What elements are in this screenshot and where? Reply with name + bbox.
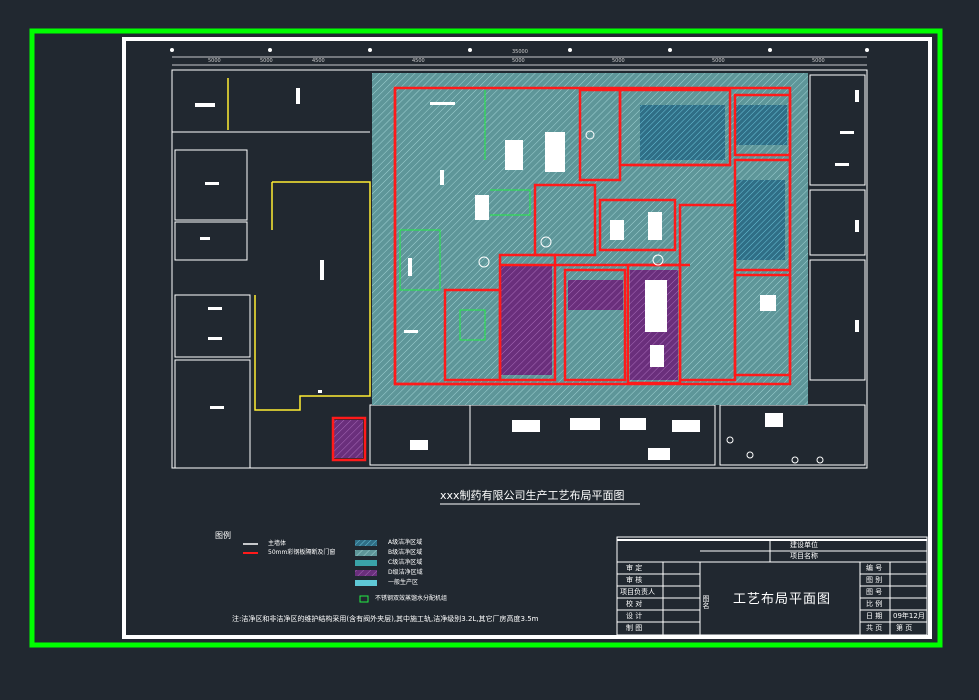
tb-left-label-1: 审 核 <box>626 576 643 584</box>
tb-right-label-1: 图 别 <box>866 576 883 584</box>
dim-label-1: 4500 <box>312 58 325 64</box>
tb-drawing-name: 工艺布局平面图 <box>733 592 832 607</box>
green-lines <box>399 90 531 341</box>
tb-date-value: 09年12月 <box>893 612 925 620</box>
tb-right-label-4: 日 期 <box>866 612 883 620</box>
legend-item-7: 不锈钢双效蒸馏水分配机组 <box>375 595 448 602</box>
blue-zones <box>640 105 787 260</box>
dim-label-3: 5000 <box>512 58 525 64</box>
outer-border <box>29 28 943 648</box>
tb-center-label: 图名 <box>702 595 710 609</box>
dim-label-2: 4500 <box>412 58 425 64</box>
building-outline <box>171 69 868 469</box>
dim-label-4: 5000 <box>612 58 625 64</box>
dim-label-total: 35000 <box>512 49 528 55</box>
tb-right-label-0: 编 号 <box>866 564 883 572</box>
tb-top-label-1: 项目名称 <box>790 552 818 560</box>
tb-right-label-3: 比 例 <box>866 600 883 608</box>
legend-item-4: C级洁净区域 <box>388 559 423 566</box>
legend-item-0: 主墙体 <box>268 540 287 547</box>
legend-item-6: 一般生产区 <box>388 579 419 586</box>
tb-left-label-5: 制 图 <box>626 624 643 632</box>
tb-page-value: 第 页 <box>896 624 913 632</box>
equipment-circles <box>478 130 824 464</box>
equipment-blocks <box>195 88 859 460</box>
dim-label-5: 5000 <box>712 58 725 64</box>
dim-label-7: 5000 <box>260 58 273 64</box>
dimension-bar <box>172 56 867 66</box>
legend-item-2: A级洁净区域 <box>388 539 423 546</box>
tb-top-label-0: 建设单位 <box>790 541 818 549</box>
tb-left-label-3: 校 对 <box>626 600 643 608</box>
drawing-note: 注:洁净区和非洁净区的维护结构采用(含有阀外夹层),其中施工轨,洁净级别3.2L… <box>232 615 539 623</box>
legend-item-1: 50mm彩钢板隔断及门窗 <box>268 549 336 556</box>
title-block <box>616 536 928 636</box>
tb-right-label-2: 图 号 <box>866 588 883 596</box>
dimension-ticks <box>170 48 869 52</box>
drawing-title: xxx制药有限公司生产工艺布局平面图 <box>440 489 625 502</box>
sheet-frame <box>122 37 932 639</box>
legend-swatches <box>243 540 377 603</box>
legend-heading: 图例 <box>215 531 231 540</box>
tb-left-label-0: 审 定 <box>626 564 643 572</box>
tb-left-label-2: 项目负责人 <box>620 588 655 596</box>
corridor-lines <box>227 78 371 411</box>
tb-left-label-4: 设 计 <box>626 612 643 620</box>
red-walls <box>331 86 792 462</box>
legend-item-3: B级洁净区域 <box>388 549 423 556</box>
tb-right-label-5: 共 页 <box>866 624 883 632</box>
dim-label-0: 5000 <box>208 58 221 64</box>
legend-item-5: D级洁净区域 <box>388 569 423 576</box>
dim-label-6: 5000 <box>812 58 825 64</box>
